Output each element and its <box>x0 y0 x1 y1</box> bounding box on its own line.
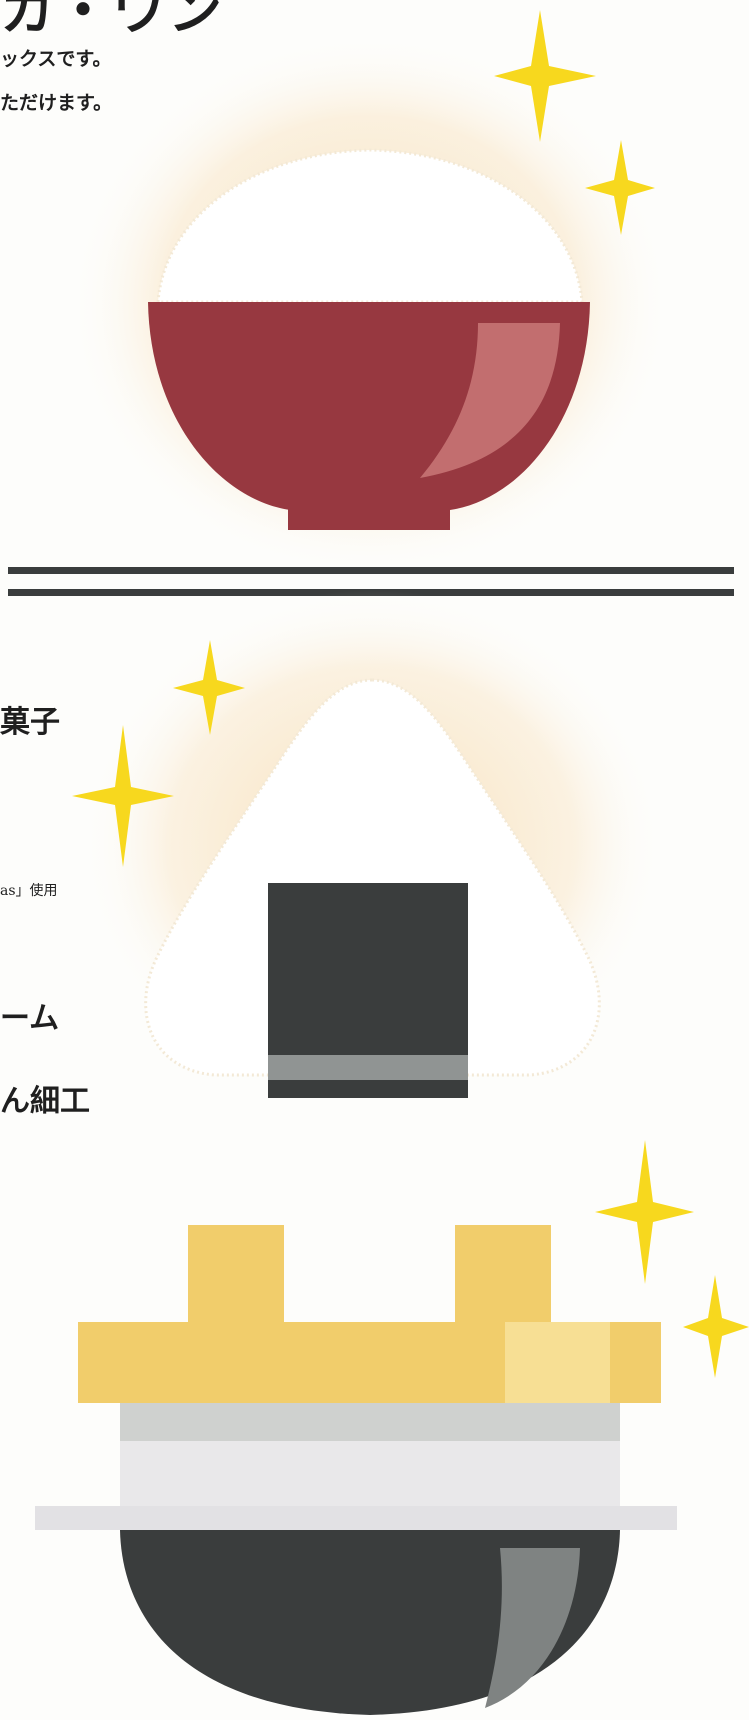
black-bowl-highlight <box>485 1548 580 1708</box>
onigiri-nori-stripe <box>268 1055 468 1080</box>
divider-rule-top <box>8 567 734 574</box>
tamago-rice-bowl-illustration <box>35 1140 749 1715</box>
label-mu: ーム <box>0 1001 60 1036</box>
intro-line-2: ただけます。 <box>0 92 113 114</box>
heading-fragment: カ・ワン <box>0 0 224 42</box>
onigiri-illustration <box>72 590 662 1100</box>
small-note: as」使用 <box>0 883 58 899</box>
bowl-rim-band <box>35 1506 677 1530</box>
bowl-foot <box>288 500 450 530</box>
intro-line-1: ックスです。 <box>0 48 112 70</box>
sparkle-icon <box>595 1140 749 1378</box>
sparkle-icon <box>494 10 655 235</box>
rice-layer-top <box>120 1403 620 1441</box>
rice-bowl-illustration <box>70 10 670 575</box>
rice-mound <box>156 148 584 304</box>
tamago-highlight <box>505 1322 610 1403</box>
bowl-highlight <box>420 323 560 478</box>
sparkle-icon <box>72 640 245 867</box>
label-saiku: ん細工 <box>0 1084 90 1119</box>
tamago-tab-left <box>188 1225 284 1325</box>
tamago-tab-right <box>455 1225 551 1325</box>
label-okashi: 菓子 <box>0 705 60 740</box>
